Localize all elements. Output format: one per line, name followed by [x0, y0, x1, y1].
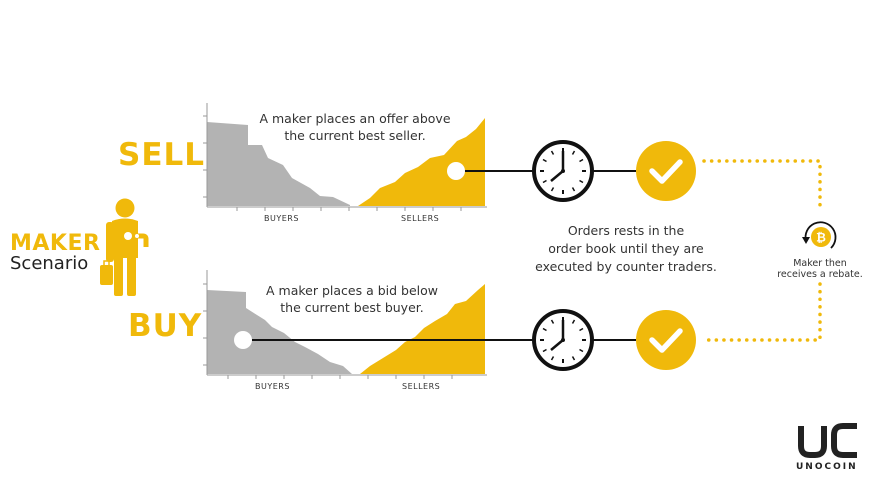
- buy-buyers-area: [207, 290, 352, 374]
- person-icon: [100, 198, 149, 296]
- order-book-caption-line-3: executed by counter traders.: [535, 259, 717, 274]
- sell-label: SELL: [118, 137, 206, 173]
- order-book-caption: Orders rests in the order book until the…: [506, 222, 746, 276]
- maker-label: MAKER: [10, 231, 101, 256]
- buy-maker-order-dot: [234, 331, 252, 349]
- buy-y-ticks: [203, 283, 207, 366]
- buy-order-book-chart: [203, 270, 533, 379]
- buy-buyers-axis-label: BUYERS: [255, 382, 290, 391]
- svg-text:₿: ₿: [816, 231, 826, 245]
- rebate-caption: Maker then receives a rebate.: [764, 258, 876, 280]
- sell-x-ticks: [236, 207, 462, 211]
- buy-label: BUY: [128, 308, 203, 344]
- sell-order-book-chart: [203, 103, 533, 211]
- buy-chart-caption: A maker places a bid below the current b…: [225, 282, 479, 316]
- buy-x-ticks: [227, 375, 453, 379]
- refresh-arrow-icon: [804, 221, 837, 249]
- check-circle-icon: [636, 310, 696, 370]
- order-book-caption-line-2: order book until they are: [548, 241, 704, 256]
- rebate-caption-line-2: receives a rebate.: [777, 269, 863, 280]
- buy-caption-line-1: A maker places a bid below: [266, 283, 438, 298]
- rebate-caption-line-1: Maker then: [793, 258, 847, 269]
- sell-caption-line-2: the current best seller.: [284, 128, 426, 143]
- sell-maker-order-dot: [447, 162, 465, 180]
- rebate-dotted-connector: [702, 159, 822, 342]
- buy-caption-line-2: the current best buyer.: [280, 300, 424, 315]
- sell-caption-line-1: A maker places an offer above: [259, 111, 451, 126]
- clock-icon: [532, 309, 594, 371]
- unocoin-logo: [798, 423, 857, 458]
- check-circle-icon: [636, 141, 696, 201]
- bitcoin-icon: ₿: [802, 221, 837, 249]
- sell-chart-caption: A maker places an offer above the curren…: [228, 110, 482, 144]
- buy-sellers-area: [360, 284, 485, 374]
- scenario-label: Scenario: [10, 253, 89, 274]
- sell-buyers-area: [207, 122, 350, 206]
- sell-sellers-area: [358, 118, 485, 206]
- buy-sellers-axis-label: SELLERS: [402, 382, 441, 391]
- order-book-caption-line-1: Orders rests in the: [567, 223, 685, 238]
- sell-sellers-axis-label: SELLERS: [401, 214, 440, 223]
- unocoin-logo-text: UNOCOIN: [796, 462, 858, 472]
- clock-icon: [532, 140, 594, 202]
- sell-buyers-axis-label: BUYERS: [264, 214, 299, 223]
- sell-y-ticks: [203, 115, 207, 198]
